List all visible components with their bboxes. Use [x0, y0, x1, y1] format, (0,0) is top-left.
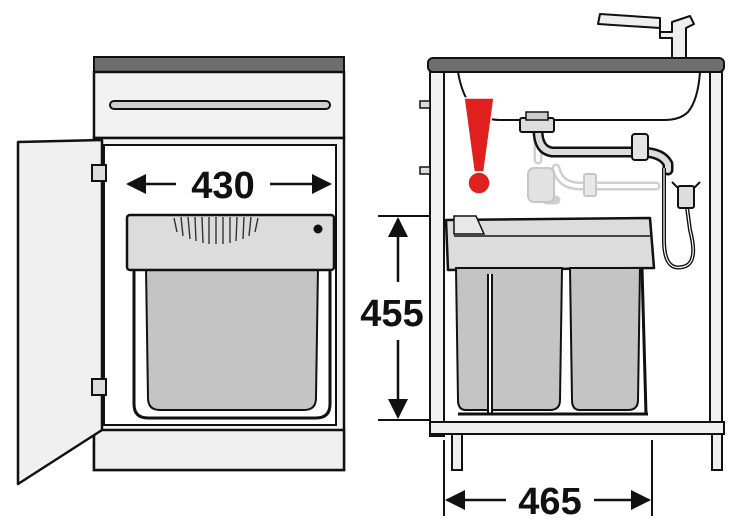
open-door: [16, 138, 104, 486]
depth-label: 465: [518, 481, 581, 523]
width-label: 430: [191, 165, 254, 207]
side-bin-rear: [568, 267, 642, 411]
side-bin-front: [454, 267, 564, 411]
siphon: [519, 111, 701, 270]
front-plinth: [92, 428, 346, 472]
rear-leg: [711, 433, 723, 471]
side-worktop: [427, 57, 725, 73]
front-view-cabinet: [16, 56, 346, 486]
front-worktop: [93, 56, 345, 73]
side-back-panel: [709, 71, 723, 435]
front-bin: [144, 267, 320, 411]
side-cabinet-front-panel: [429, 71, 445, 437]
lid-button: [313, 224, 323, 234]
sink-basin: [456, 71, 702, 121]
bin-frame: [132, 270, 332, 420]
side-bin-lid: [444, 216, 656, 272]
warning-icon: [463, 97, 495, 195]
width-dimension: 430: [126, 165, 332, 207]
side-view-cabinet: [419, 13, 725, 471]
height-label: 455: [360, 293, 423, 335]
drawer-handle: [109, 100, 331, 110]
depth-dimension: 465: [443, 440, 653, 523]
faucet: [597, 13, 695, 59]
lower-hinge: [91, 378, 107, 396]
height-dimension: 455: [360, 215, 430, 421]
side-cabinet-base: [429, 421, 725, 435]
upper-hinge: [91, 164, 107, 182]
lid-vent: [173, 216, 259, 244]
front-leg: [451, 433, 463, 471]
